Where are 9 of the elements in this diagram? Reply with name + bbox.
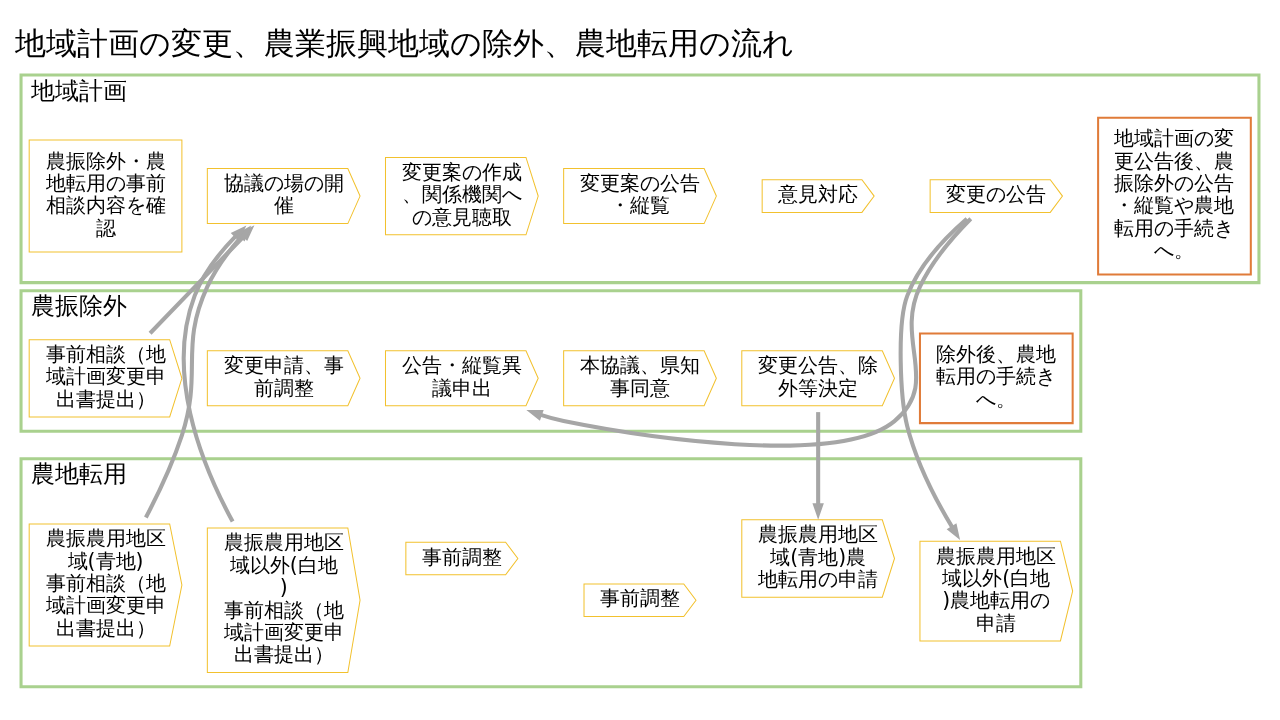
- arrow: [144, 225, 252, 519]
- arrow: [181, 225, 247, 523]
- node-box: 農振除外・農地転用の事前相談内容を確認: [28, 139, 183, 253]
- node-box: 除外後、農地転用の手続きへ。: [918, 332, 1074, 425]
- arrow: [812, 412, 824, 520]
- node-box: 地域計画の変更公告後、農振除外の公告・縦覧や農地転用の手続きへ。: [1097, 116, 1252, 276]
- arrow: [898, 217, 969, 541]
- arrow: [526, 217, 973, 448]
- diagram-title: 地域計画の変更、農業振興地域の除外、農地転用の流れ: [15, 25, 795, 61]
